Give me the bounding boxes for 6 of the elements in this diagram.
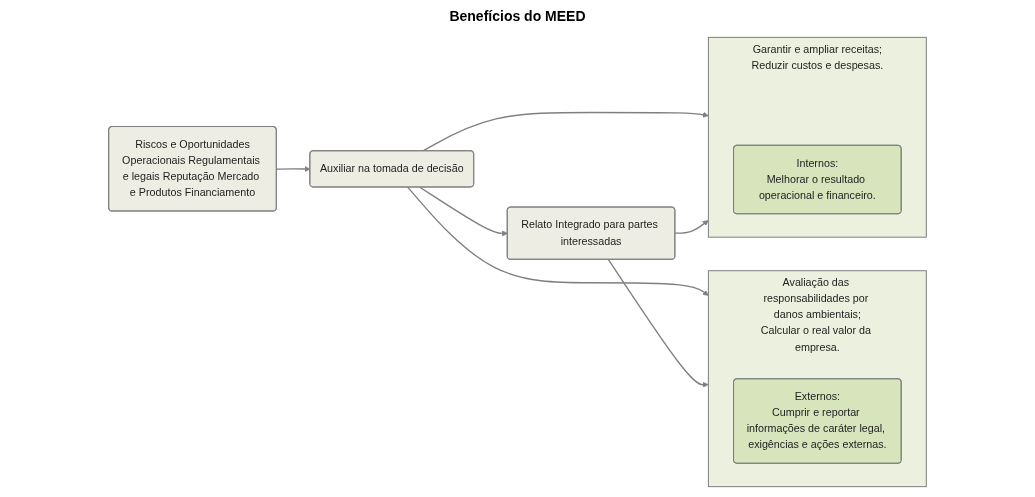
- arrow: [406, 186, 709, 296]
- arrow: [607, 258, 709, 388]
- arrow: [419, 186, 508, 237]
- arrow: [674, 220, 709, 234]
- heading-label: Benefícios do MEED: [449, 8, 586, 24]
- arrow: [422, 111, 709, 152]
